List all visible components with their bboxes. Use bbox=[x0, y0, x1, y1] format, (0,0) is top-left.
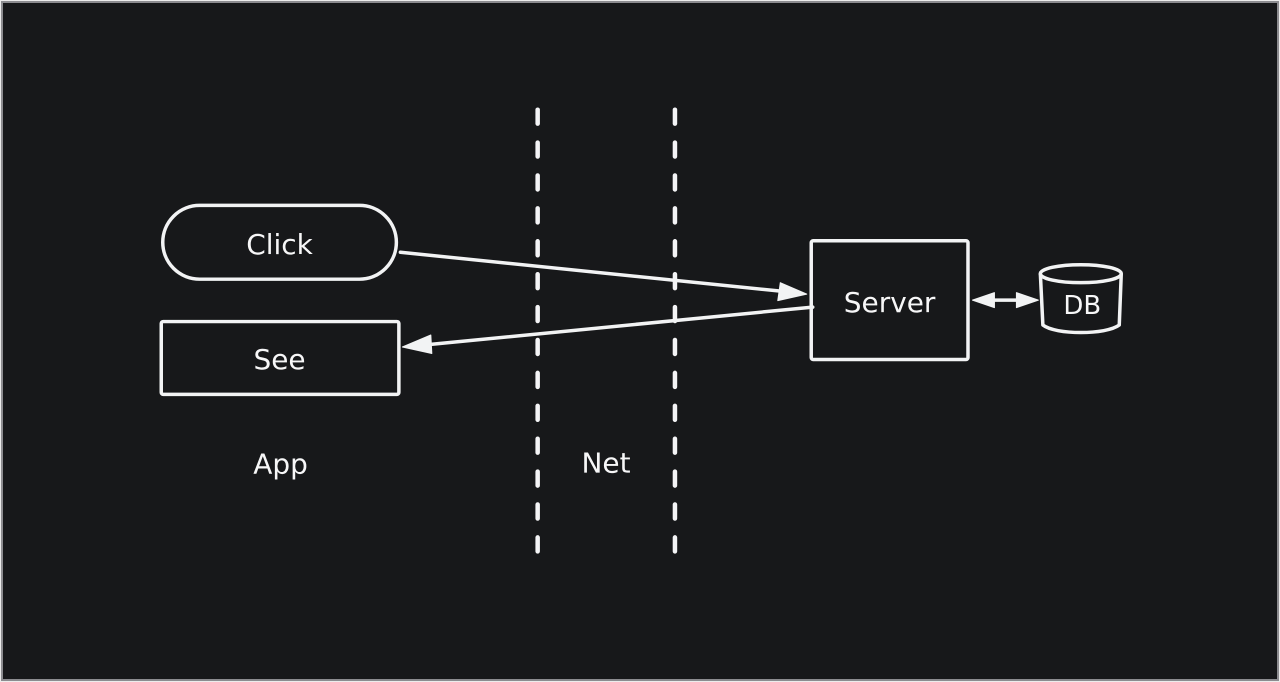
server-label: Server bbox=[844, 286, 936, 319]
edge-server-to-see[interactable] bbox=[401, 305, 815, 354]
see-rect-shape[interactable] bbox=[159, 319, 401, 397]
arrowhead-into-db bbox=[1015, 292, 1039, 309]
zone-label-app: App bbox=[253, 448, 308, 481]
arrowhead-into-server-right bbox=[971, 292, 995, 309]
server-rect-shape[interactable] bbox=[809, 239, 970, 362]
node-server[interactable]: Server bbox=[809, 239, 970, 362]
node-see[interactable]: See bbox=[159, 319, 401, 397]
db-label: DB bbox=[1063, 291, 1101, 321]
click-pill-shape[interactable] bbox=[161, 203, 399, 281]
see-label: See bbox=[254, 343, 306, 376]
node-db[interactable]: DB bbox=[1038, 262, 1123, 335]
db-cylinder-top[interactable] bbox=[1038, 262, 1123, 285]
edge-click-to-server[interactable] bbox=[398, 250, 808, 302]
node-click[interactable]: Click bbox=[161, 203, 399, 281]
arrowhead-into-see bbox=[401, 334, 433, 354]
edge-server-db[interactable] bbox=[971, 292, 1039, 309]
zone-label-net: Net bbox=[582, 447, 631, 480]
db-cylinder-body[interactable] bbox=[1038, 272, 1123, 335]
edge-click-to-server-line[interactable] bbox=[398, 250, 783, 293]
click-label: Click bbox=[246, 228, 313, 261]
arrowhead-into-server bbox=[777, 282, 808, 302]
edge-server-to-see-line[interactable] bbox=[427, 305, 815, 347]
